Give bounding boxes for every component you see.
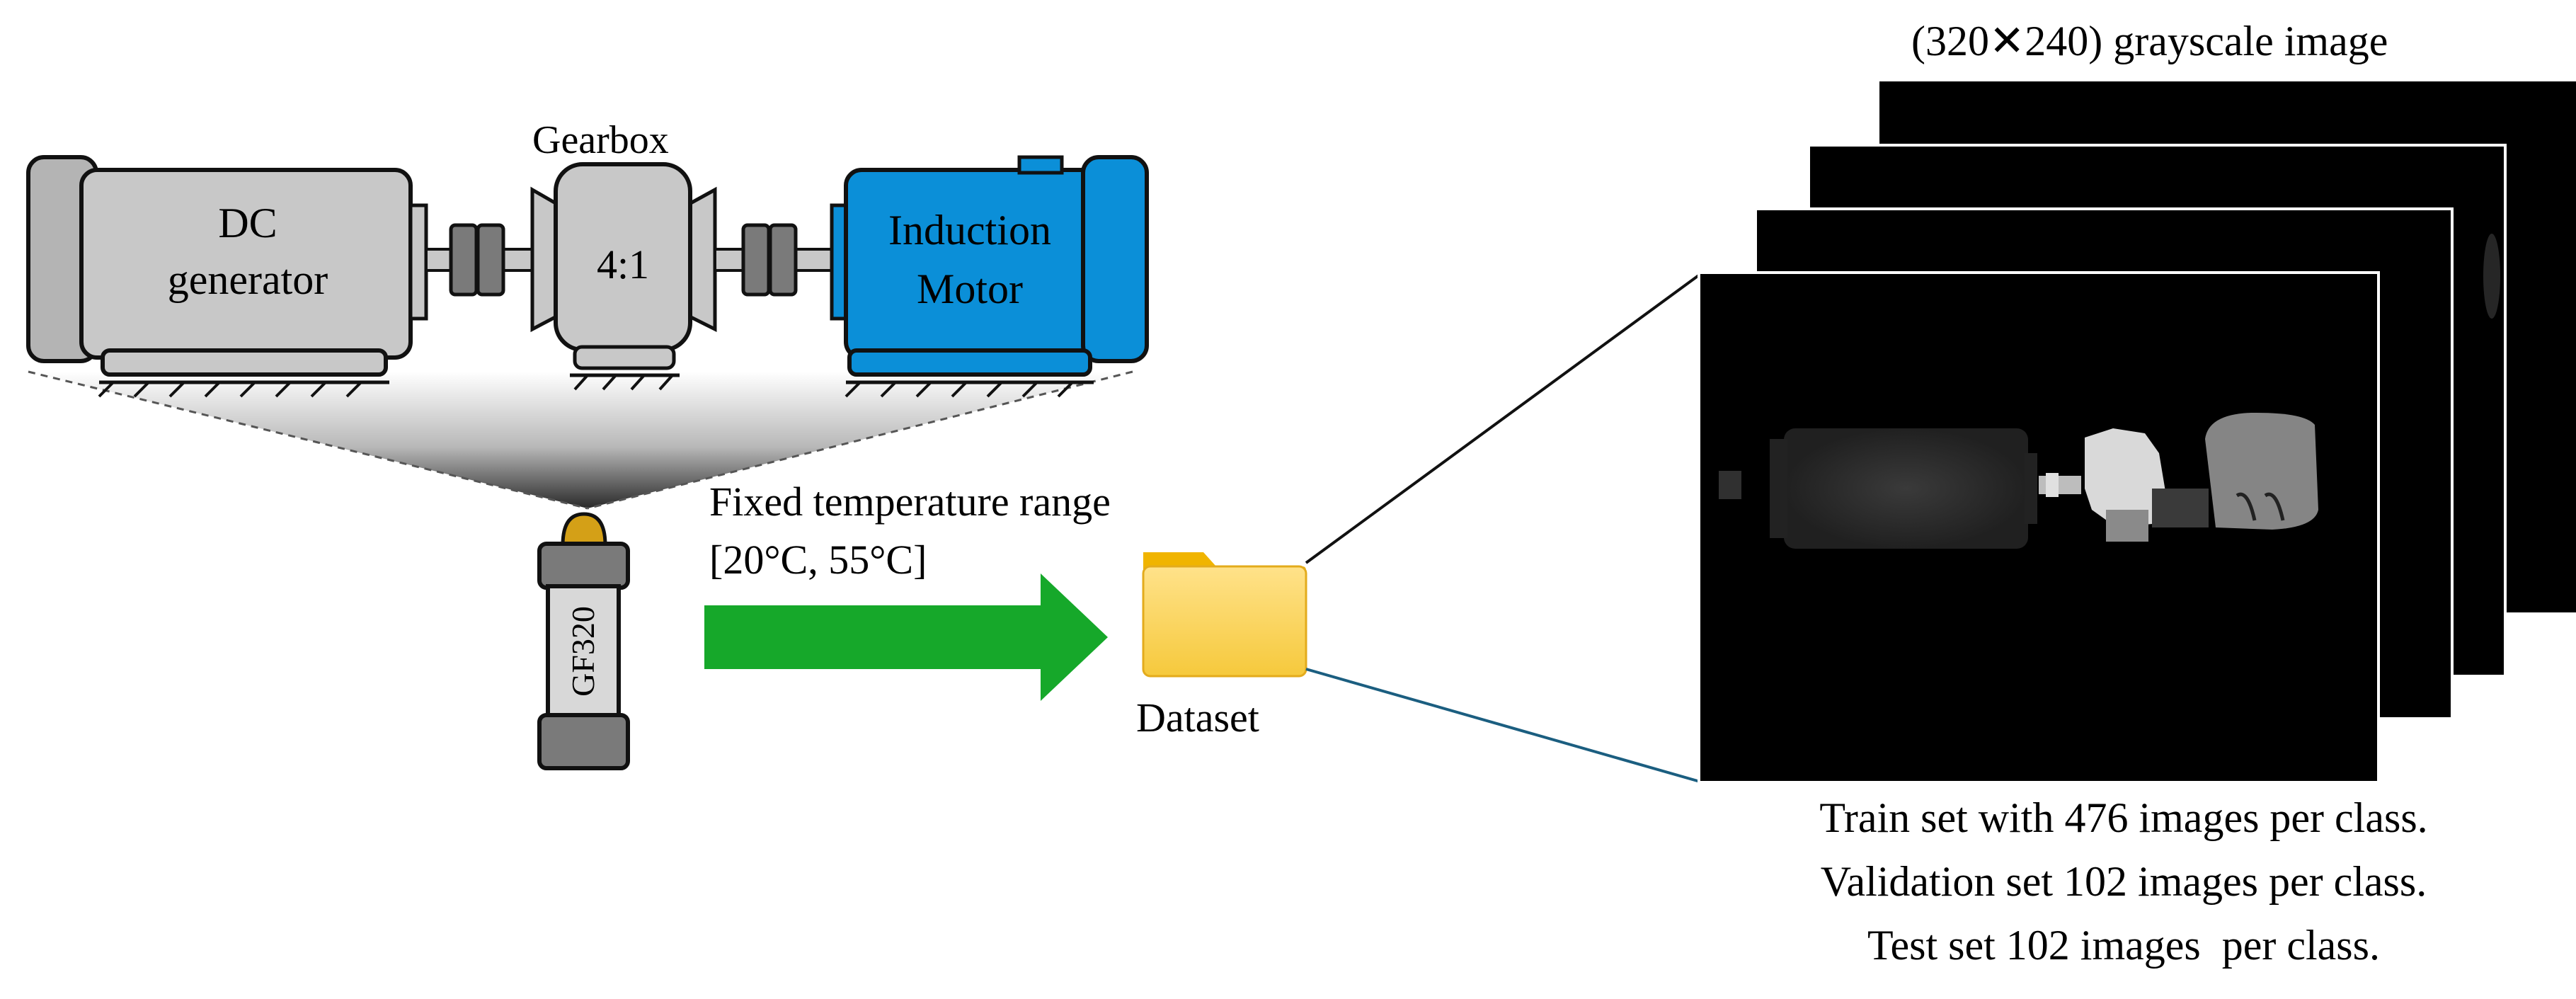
dataset-label: Dataset — [1136, 695, 1259, 741]
connector-line-bottom — [1305, 668, 1703, 784]
gearbox — [530, 162, 717, 391]
temperature-range: [20°C, 55°C] — [709, 537, 927, 583]
shaft-right — [714, 223, 833, 297]
camera-field-of-view — [28, 370, 1133, 510]
induction-motor — [830, 155, 1149, 398]
validation-split-label: Validation set 102 images per class. — [1820, 858, 2427, 905]
dc-generator-label-line1: DC — [218, 200, 277, 246]
image-stack — [1698, 81, 2576, 784]
thermal-camera — [537, 512, 630, 770]
image-stack-title: (320✕240) grayscale image — [1911, 18, 2388, 64]
dc-generator — [26, 155, 428, 398]
flow-arrow — [704, 573, 1108, 701]
gear-ratio-label: 4:1 — [596, 241, 650, 287]
gearbox-label: Gearbox — [532, 118, 669, 162]
shaft-left — [425, 223, 537, 297]
test-split-label: Test set 102 images per class. — [1867, 922, 2380, 969]
camera-model-label: GF320 — [565, 606, 601, 697]
temperature-title: Fixed temperature range — [709, 479, 1111, 525]
folder-icon — [1142, 552, 1307, 678]
train-split-label: Train set with 476 images per class. — [1819, 794, 2428, 841]
induction-motor-label-line1: Induction — [888, 207, 1051, 253]
dc-generator-label-line2: generator — [167, 256, 328, 303]
connector-line-top — [1305, 271, 1704, 564]
thermal-image-content — [1719, 234, 2500, 549]
induction-motor-label-line2: Motor — [917, 266, 1023, 312]
